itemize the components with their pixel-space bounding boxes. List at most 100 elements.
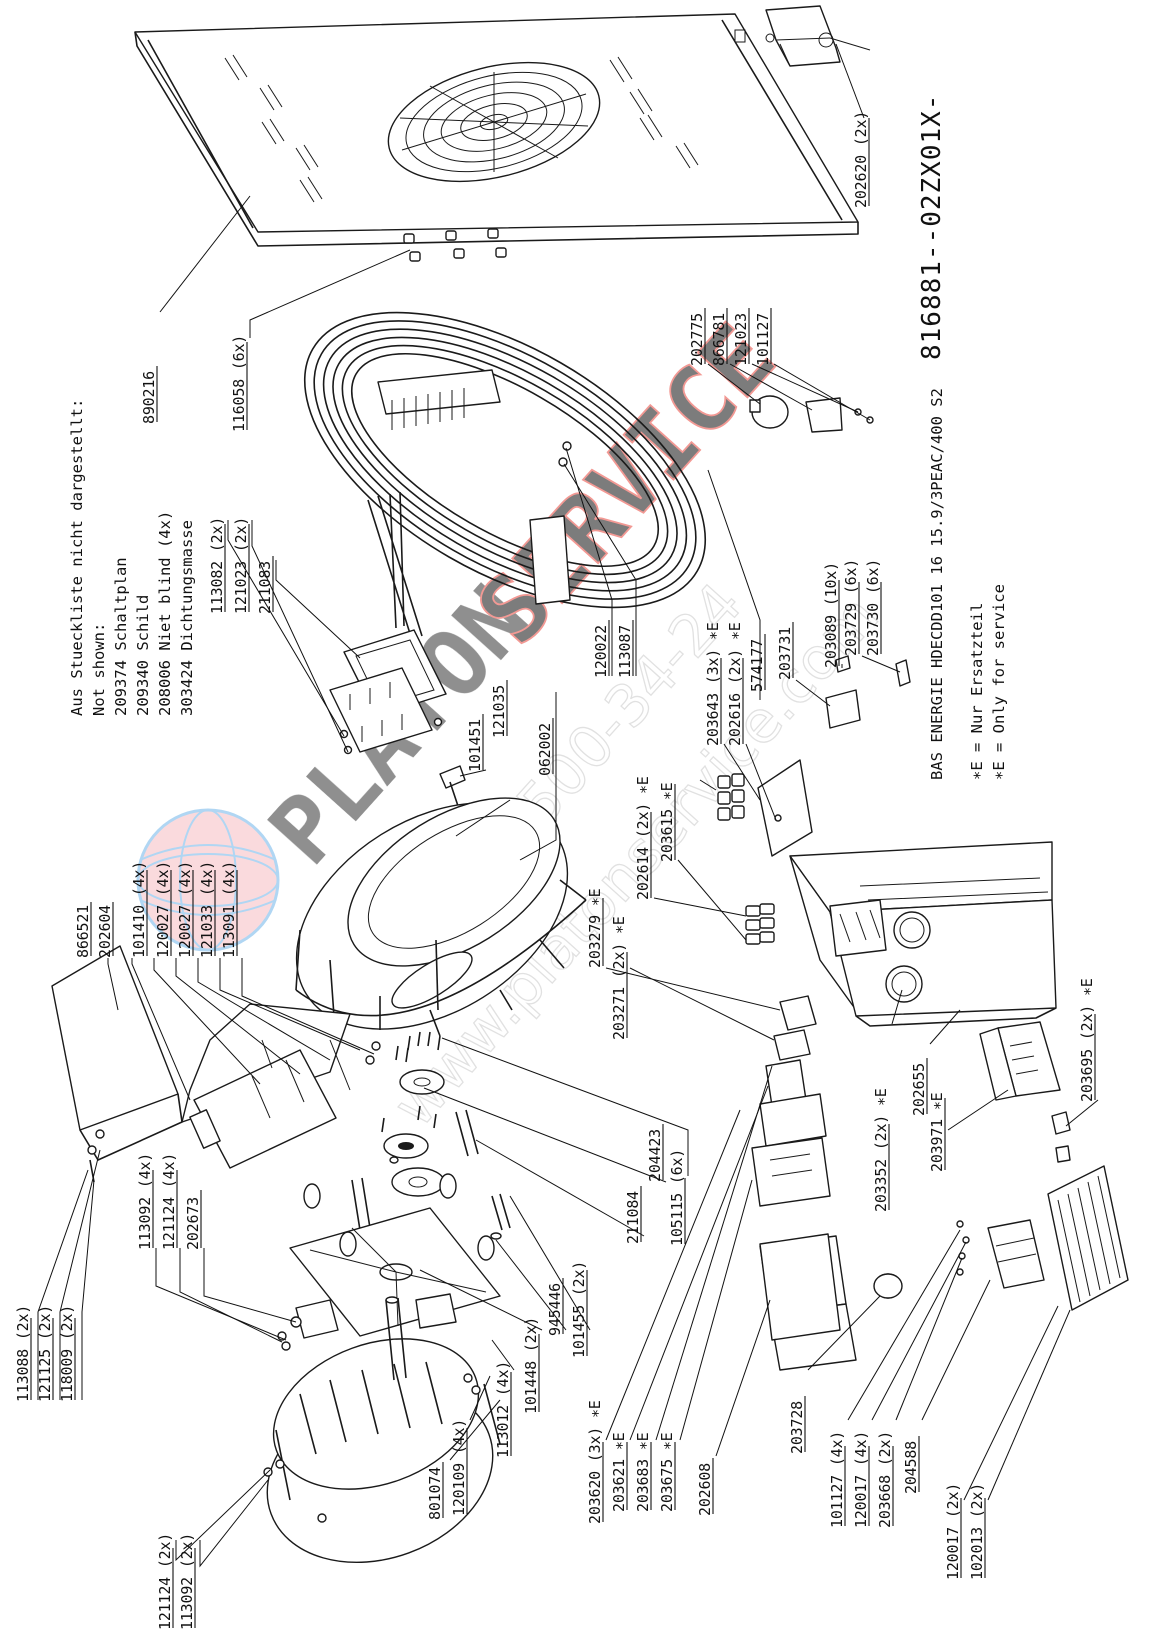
part-label: 211083 [256,561,274,614]
cover-plate [134,5,871,247]
part-label: 203089 (10x) [822,562,840,668]
part-label: 203668 (2x) [876,1431,894,1528]
relay-base [979,1021,1071,1163]
part-label: 121035 [490,685,508,738]
part-label: 801074 [426,1467,444,1520]
part-label: 113088 (2x) [14,1305,32,1402]
part-label: 890216 [140,371,158,424]
part-label: 120109 (4x) [450,1419,468,1516]
part-label: 101451 [466,719,484,772]
part-label: 101127 (4x) [828,1431,846,1528]
part-label: 202604 [96,905,114,958]
part-label: 101410 (4x) [130,861,148,958]
part-label: 203971 ∗E [928,1092,946,1172]
heating-element-coil [303,311,707,641]
part-label: 101127 [754,313,772,366]
part-label: 203728 [788,1401,806,1454]
not-shown-item: 303424 Dichtungsmasse [178,520,196,716]
part-label: 121125 (2x) [36,1305,54,1402]
legend-line: ∗E = Nur Ersatzteil [968,603,986,780]
not-shown-note: Aus Stueckliste nicht dargestellt: Not s… [68,399,196,716]
part-label: 202620 (2x) [852,111,870,208]
terminal-cover [757,759,813,857]
part-label: 202673 [184,1197,202,1250]
part-label: 121023 (2x) [232,517,250,614]
not-shown-item: 208006 Niet blind (4x) [156,511,174,716]
machine-title: BAS ENERGIE HDECDD101 16 15.9/3PEAC/400 … [928,388,946,780]
part-label: 121033 (4x) [198,861,216,958]
part-label: 113082 (2x) [208,517,226,614]
part-label: 113087 [616,625,634,678]
standoffs [403,228,507,262]
part-label: 113092 (2x) [178,1533,196,1630]
part-label: 203615 ∗E [658,782,676,862]
part-label: 120017 (4x) [852,1431,870,1528]
thermostat-parts [749,395,874,433]
part-label: 211084 [624,1191,642,1244]
motor-bracket-housing [51,945,351,1183]
part-label: 116058 (6x) [230,335,248,432]
not-shown-heading-de: Aus Stueckliste nicht dargestellt: [68,399,86,716]
part-label: 202614 (2x) ∗E [634,776,652,900]
part-label: 203643 (3x) ∗E [704,622,722,746]
part-label: 120022 [592,625,610,678]
part-label: 101448 (2x) [522,1317,540,1414]
part-label: 203621 ∗E [610,1432,628,1512]
not-shown-item: 209340 Schild [134,595,152,716]
part-label: 202655 [910,1063,928,1116]
part-label: 120027 (4x) [176,861,194,958]
part-label: 945446 [546,1283,564,1336]
part-label: 203352 (2x) ∗E [872,1088,890,1212]
part-label: 113012 (4x) [494,1361,512,1458]
part-label: 118009 (2x) [58,1305,76,1402]
screws-105115 [365,1031,441,1133]
part-label: 203683 ∗E [634,1432,652,1512]
part-label: 574177 [748,639,766,692]
gasket-plates [329,629,447,755]
part-label: 121124 (2x) [156,1533,174,1630]
part-label: 062002 [536,723,554,776]
part-label: 866781 [710,313,728,366]
not-shown-heading-en: Not shown: [90,623,108,716]
part-label: 120027 (4x) [154,861,172,958]
leader-lines [37,43,1099,1568]
watermark-globe-icon [136,808,280,952]
part-label: 204588 [902,1441,920,1494]
part-label: 203279 ∗E [586,888,604,968]
part-label: 120017 (2x) [944,1483,962,1580]
part-label: 121124 (4x) [160,1153,178,1250]
part-label: 101455 (2x) [570,1261,588,1358]
cable-gland [873,1273,903,1299]
part-label: 105115 (6x) [668,1149,686,1246]
part-label: 102013 (2x) [968,1483,986,1580]
part-label: 113091 (4x) [220,861,238,958]
part-label: 203675 ∗E [658,1432,676,1512]
fuses [717,773,775,945]
not-shown-item: 209374 Schaltplan [112,557,130,716]
electric-motor [263,1293,501,1564]
part-label: 203731 [776,627,794,680]
part-drawings [51,5,1129,1564]
transformer [759,1233,841,1341]
part-label: 203729 (6x) [842,559,860,656]
part-label: 204423 [646,1129,664,1182]
electrical-chassis [789,841,1057,1027]
title-block: BAS ENERGIE HDECDD101 16 15.9/3PEAC/400 … [917,94,1008,780]
part-label: 203730 (6x) [864,559,882,656]
part-label: 203271 (2x) ∗E [610,916,628,1040]
fan-impeller [295,797,587,1037]
part-label: 202616 (2x) ∗E [726,622,744,746]
label-underlines [30,118,1096,1628]
part-label: 202608 [696,1463,714,1516]
heat-sink-and-ssr [956,1165,1129,1311]
part-label: 866521 [74,905,92,958]
part-label: 202775 [688,313,706,366]
drawing-number: 816881--02ZX01X- [917,94,947,360]
part-label: 113092 (4x) [136,1153,154,1250]
part-label: 203695 (2x) ∗E [1078,978,1096,1102]
legend-line: ∗E = Only for service [990,584,1008,780]
part-labels: 113088 (2x) 121125 (2x) 118009 (2x) 8665… [14,111,1096,1630]
part-label: 203620 (3x) ∗E [586,1400,604,1524]
part-label: 121023 [732,313,750,366]
